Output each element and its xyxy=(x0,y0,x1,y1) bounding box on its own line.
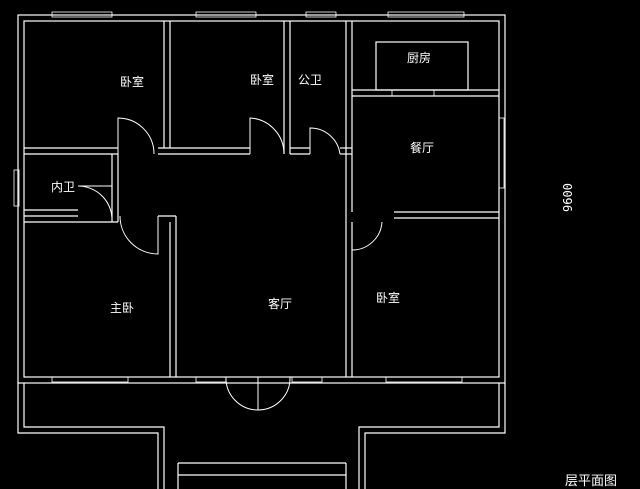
room-label-bedroom-nw: 卧室 xyxy=(120,74,144,89)
drawing-title: 层平面图 xyxy=(565,474,617,489)
room-label-kitchen: 厨房 xyxy=(407,50,431,65)
room-label-bedroom-se: 卧室 xyxy=(376,290,400,305)
room-label-bedroom-n: 卧室 xyxy=(250,72,274,87)
interior-walls xyxy=(24,21,499,377)
doors xyxy=(77,117,383,411)
outer-walls xyxy=(17,14,506,384)
dimension-label: 9600 xyxy=(561,183,575,212)
room-label-dining: 餐厅 xyxy=(410,140,434,155)
porch xyxy=(17,383,506,489)
room-label-master-bedroom: 主卧 xyxy=(110,301,134,315)
windows xyxy=(13,11,505,383)
room-label-living-room: 客厅 xyxy=(268,296,292,311)
room-label-public-bath: 公卫 xyxy=(298,73,322,87)
room-label-ensuite-bath: 内卫 xyxy=(51,180,75,194)
